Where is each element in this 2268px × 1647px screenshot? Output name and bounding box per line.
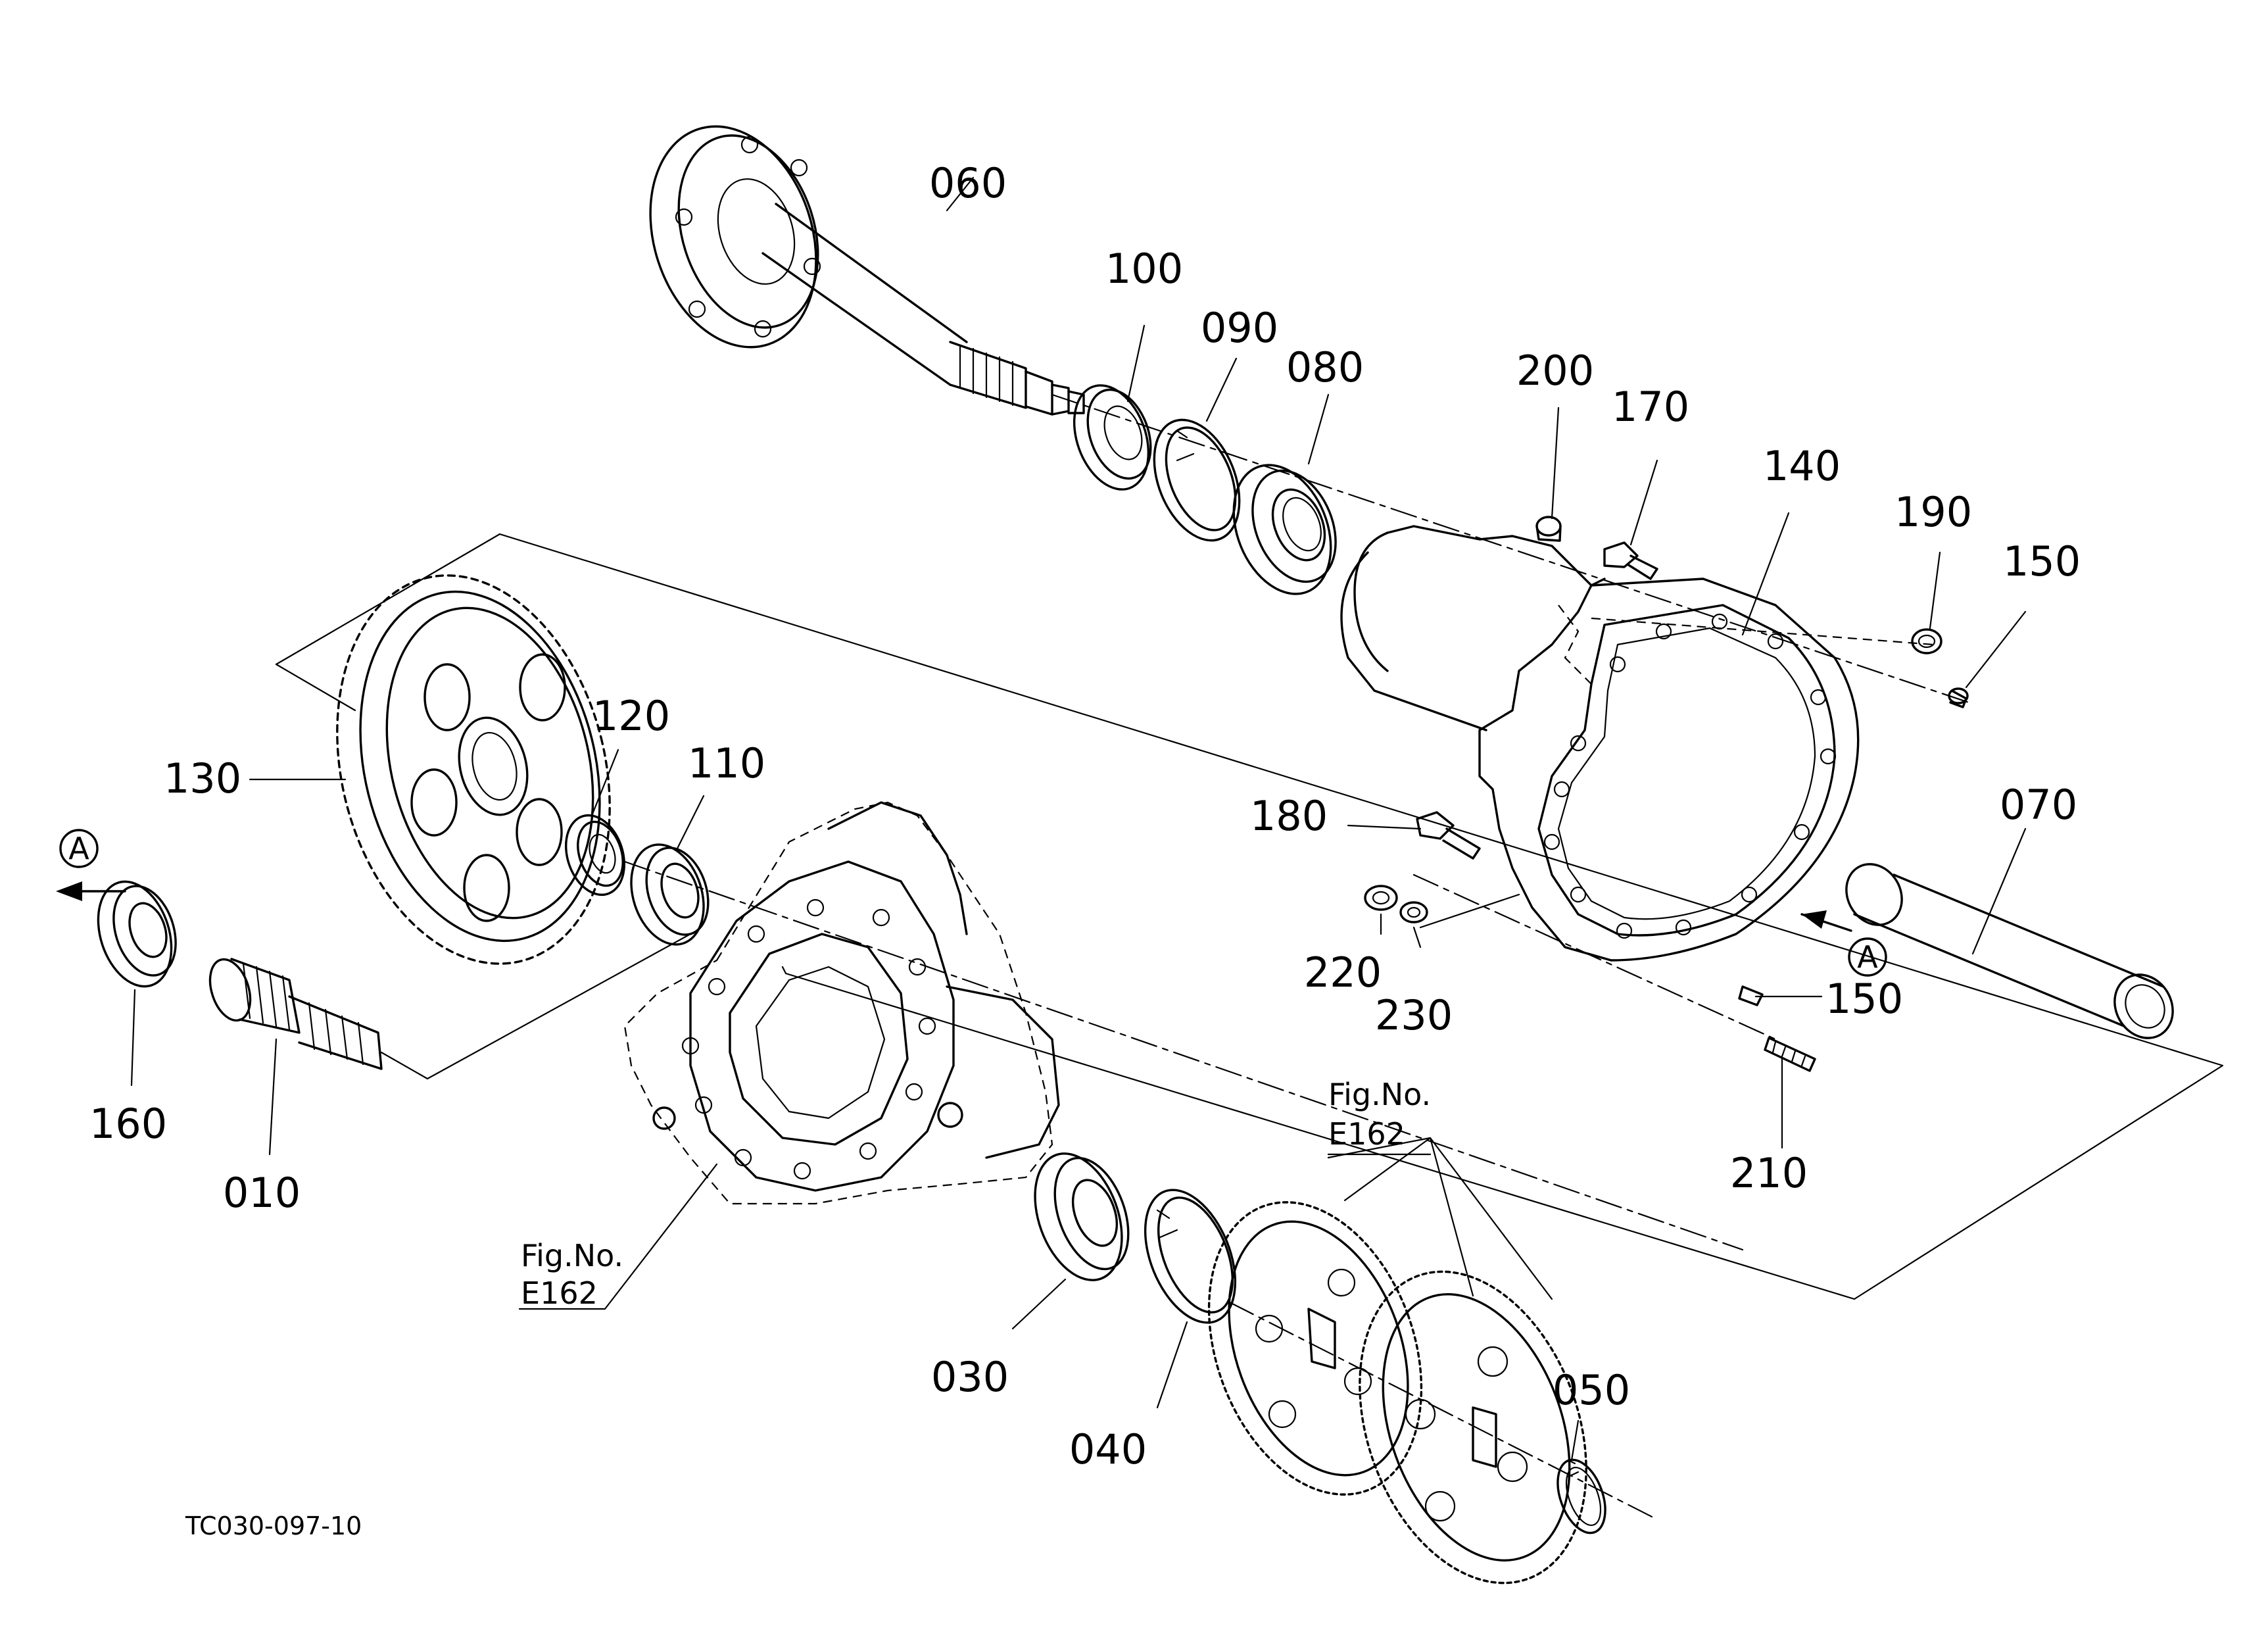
- ball-bearing-080: [1232, 464, 1337, 595]
- stud-210: [1764, 1037, 1816, 1072]
- label-010: 010: [223, 1169, 301, 1217]
- gear-130: [336, 574, 611, 965]
- view-marker-left: A: [68, 831, 89, 866]
- drawing-code: TC030-097-10: [185, 1512, 362, 1540]
- label-230: 230: [1375, 991, 1453, 1039]
- ball-bearing-110: [630, 843, 710, 946]
- tube-070: [1845, 863, 2174, 1039]
- oil-seal-120: [564, 814, 626, 897]
- axle-housing-140: [1340, 525, 1860, 962]
- bolt-170: [1603, 541, 1658, 580]
- figure-ref-left: Fig.No. E162: [521, 1238, 623, 1311]
- brake-plate-rear: [1207, 1201, 1423, 1496]
- label-160: 160: [89, 1100, 167, 1148]
- label-060: 060: [929, 159, 1007, 207]
- plug-190: [1911, 628, 1942, 654]
- brake-plate-front: [1359, 1270, 1587, 1585]
- label-150-upper: 150: [2003, 537, 2081, 585]
- ball-bearing-160: [97, 880, 177, 988]
- view-marker-right: A: [1857, 939, 1878, 975]
- label-030: 030: [931, 1353, 1009, 1401]
- view-arrow-left: A: [56, 829, 126, 901]
- label-130: 130: [164, 754, 241, 802]
- label-180: 180: [1250, 792, 1328, 840]
- pin-150-lower: [1738, 985, 1764, 1006]
- label-210: 210: [1730, 1149, 1808, 1197]
- label-200: 200: [1516, 347, 1594, 395]
- label-100: 100: [1105, 245, 1183, 293]
- label-050: 050: [1553, 1366, 1630, 1414]
- figure-ref-left-line2: E162: [521, 1275, 598, 1311]
- figure-ref-right: Fig.No. E162: [1327, 1077, 1432, 1156]
- nut-220: [1364, 885, 1398, 911]
- plug-200: [1535, 516, 1562, 542]
- snap-ring-050: [1556, 1458, 1606, 1535]
- snap-ring-040: [1144, 1189, 1237, 1324]
- figure-ref-right-line2: E162: [1328, 1116, 1405, 1152]
- shaft-010: [208, 958, 383, 1070]
- figure-ref-left-line1: Fig.No.: [521, 1238, 623, 1273]
- snap-ring-090: [1153, 418, 1241, 542]
- axle-shaft-060: [649, 125, 1085, 416]
- ball-bearing-030: [1034, 1152, 1130, 1281]
- pin-150-upper: [1948, 687, 1969, 708]
- label-190: 190: [1894, 488, 1972, 536]
- assembly-outline: [275, 533, 2224, 1300]
- label-080: 080: [1286, 343, 1364, 391]
- bolt-180: [1416, 811, 1481, 860]
- label-140: 140: [1763, 442, 1841, 490]
- leader-lines: [130, 176, 2027, 1521]
- washer-230: [1399, 901, 1428, 923]
- label-120: 120: [592, 692, 670, 740]
- label-070: 070: [2000, 781, 2077, 829]
- view-arrow-right: A: [1800, 910, 1887, 977]
- label-090: 090: [1201, 304, 1278, 352]
- label-040: 040: [1069, 1425, 1147, 1473]
- part-labels: 060 100 090 080 200 170 140 190 150 130 …: [89, 159, 2081, 1473]
- label-220: 220: [1304, 948, 1382, 996]
- label-110: 110: [688, 739, 765, 787]
- figure-ref-right-line1: Fig.No.: [1328, 1077, 1431, 1112]
- label-150-lower: 150: [1825, 975, 1903, 1023]
- label-170: 170: [1612, 383, 1689, 431]
- housing-cover: [623, 801, 1060, 1205]
